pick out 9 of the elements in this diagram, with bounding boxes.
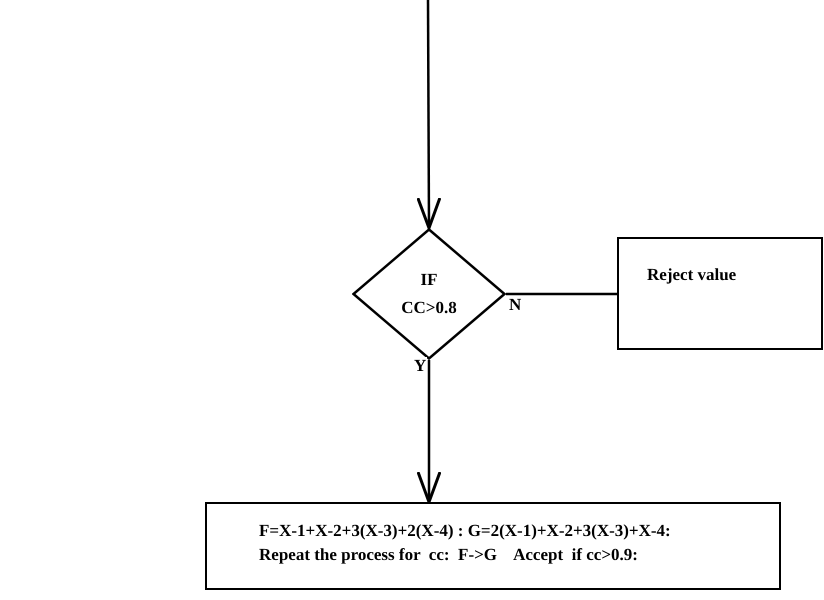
decision-text: IF CC>0.8 (400, 269, 458, 319)
process-box (205, 502, 781, 590)
box-text: Repeat the process for cc: F->G Accept if cc>0.9: (259, 544, 639, 566)
process-box (617, 237, 823, 350)
arrow (416, 360, 442, 504)
box-text: F=X-1+X-2+3(X-3)+2(X-4) : G=2(X-1)+X-2+3(X-3)+X-4: (259, 520, 672, 542)
arrow (416, 0, 442, 230)
connector-line (506, 292, 617, 296)
box-text: Reject value (647, 264, 738, 286)
